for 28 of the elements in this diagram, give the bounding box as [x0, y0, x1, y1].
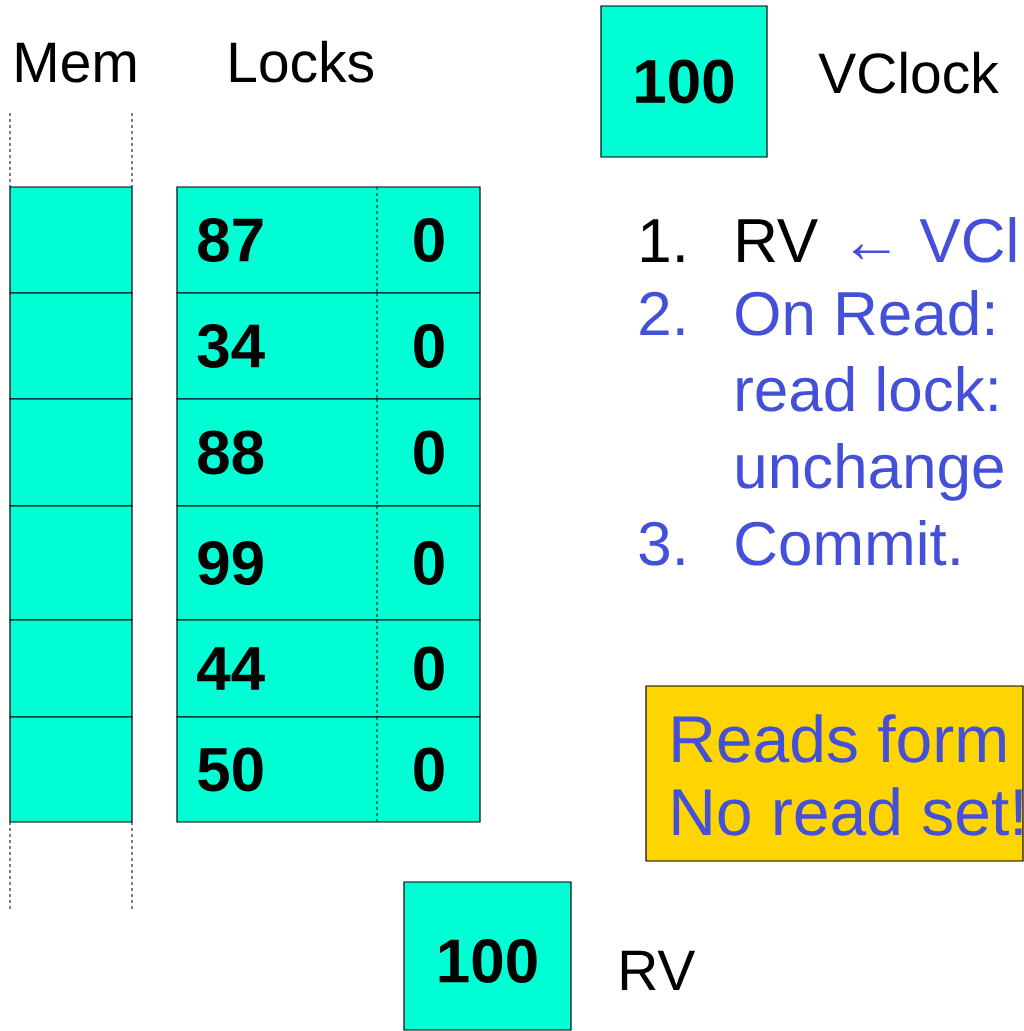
box-label: RV — [621, 950, 696, 990]
value-box: 100 — [403, 881, 572, 1031]
step-number: 3. — [639, 521, 684, 566]
box-label: VClock — [818, 51, 999, 94]
memory-cell — [9, 186, 133, 294]
memory-cell — [9, 292, 133, 400]
memory-cell — [9, 398, 133, 507]
memory-cell — [9, 619, 133, 718]
step-text: ← VCl — [852, 217, 1016, 263]
note-box: Reads form No read set! — [645, 685, 1024, 862]
step-text: Commit. — [736, 520, 959, 566]
column-heading: Locks — [230, 40, 374, 83]
column-heading: Mem — [16, 42, 136, 83]
lock-row: 50 0 — [176, 716, 481, 823]
lock-row: 99 0 — [176, 505, 481, 621]
lock-row: 44 0 — [176, 619, 481, 718]
step-number: 2. — [640, 291, 684, 335]
memory-cell — [9, 716, 133, 823]
memory-cell — [9, 505, 133, 621]
step-text: RV — [738, 219, 818, 262]
step-text: unchange — [737, 443, 1003, 501]
step-number: 1. — [641, 219, 684, 262]
lock-row: 88 0 — [176, 398, 481, 507]
step-text: read lock: — [737, 366, 997, 412]
lock-row: 34 0 — [176, 292, 481, 400]
lock-row: 87 0 — [176, 186, 481, 294]
step-text: On Read: — [736, 290, 993, 336]
value-box: 100 — [600, 5, 768, 158]
